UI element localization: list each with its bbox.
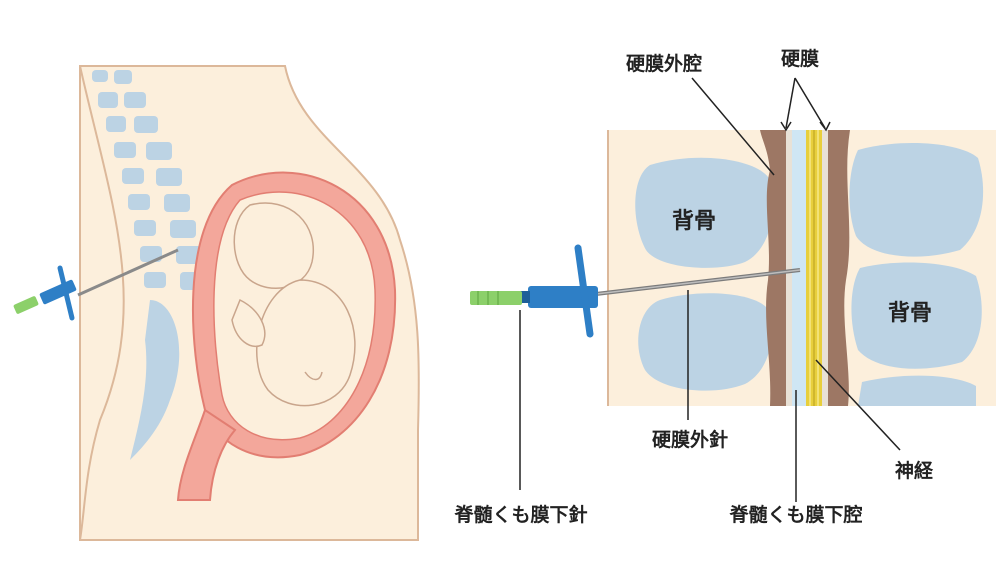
label-subarachnoid-space: 脊髄くも膜下腔 xyxy=(728,503,862,526)
label-epidural-needle: 硬膜外針 xyxy=(652,428,728,451)
left-vertebra-lower xyxy=(638,293,772,391)
label-spinal-needle: 脊髄くも膜下針 xyxy=(453,503,587,526)
csf-space xyxy=(792,130,806,406)
right-needle xyxy=(470,244,801,338)
label-epidural-space: 硬膜外腔 xyxy=(626,52,702,75)
spinal-cross-section xyxy=(470,130,996,406)
pregnant-body-illustration xyxy=(13,65,420,541)
right-vertebra-upper xyxy=(849,143,984,257)
fetus xyxy=(231,202,356,407)
ligamentum xyxy=(760,130,786,406)
right-vertebra-lower xyxy=(858,375,976,406)
callout-lines xyxy=(519,77,901,502)
label-dura-mater: 硬膜 xyxy=(781,47,819,70)
right-vertebra-middle xyxy=(851,262,982,369)
left-needle xyxy=(13,248,179,321)
back-line xyxy=(79,65,125,541)
label-nerve: 神経 xyxy=(895,459,934,482)
left-vertebra-upper xyxy=(635,157,773,268)
label-vertebra-left: 背骨 xyxy=(672,209,716,234)
nerve-bundle xyxy=(806,130,822,406)
dura-membrane xyxy=(786,130,792,406)
label-vertebra-right: 背骨 xyxy=(888,301,932,326)
spine-vertebrae xyxy=(92,70,204,460)
right-ligamentum xyxy=(828,130,850,406)
